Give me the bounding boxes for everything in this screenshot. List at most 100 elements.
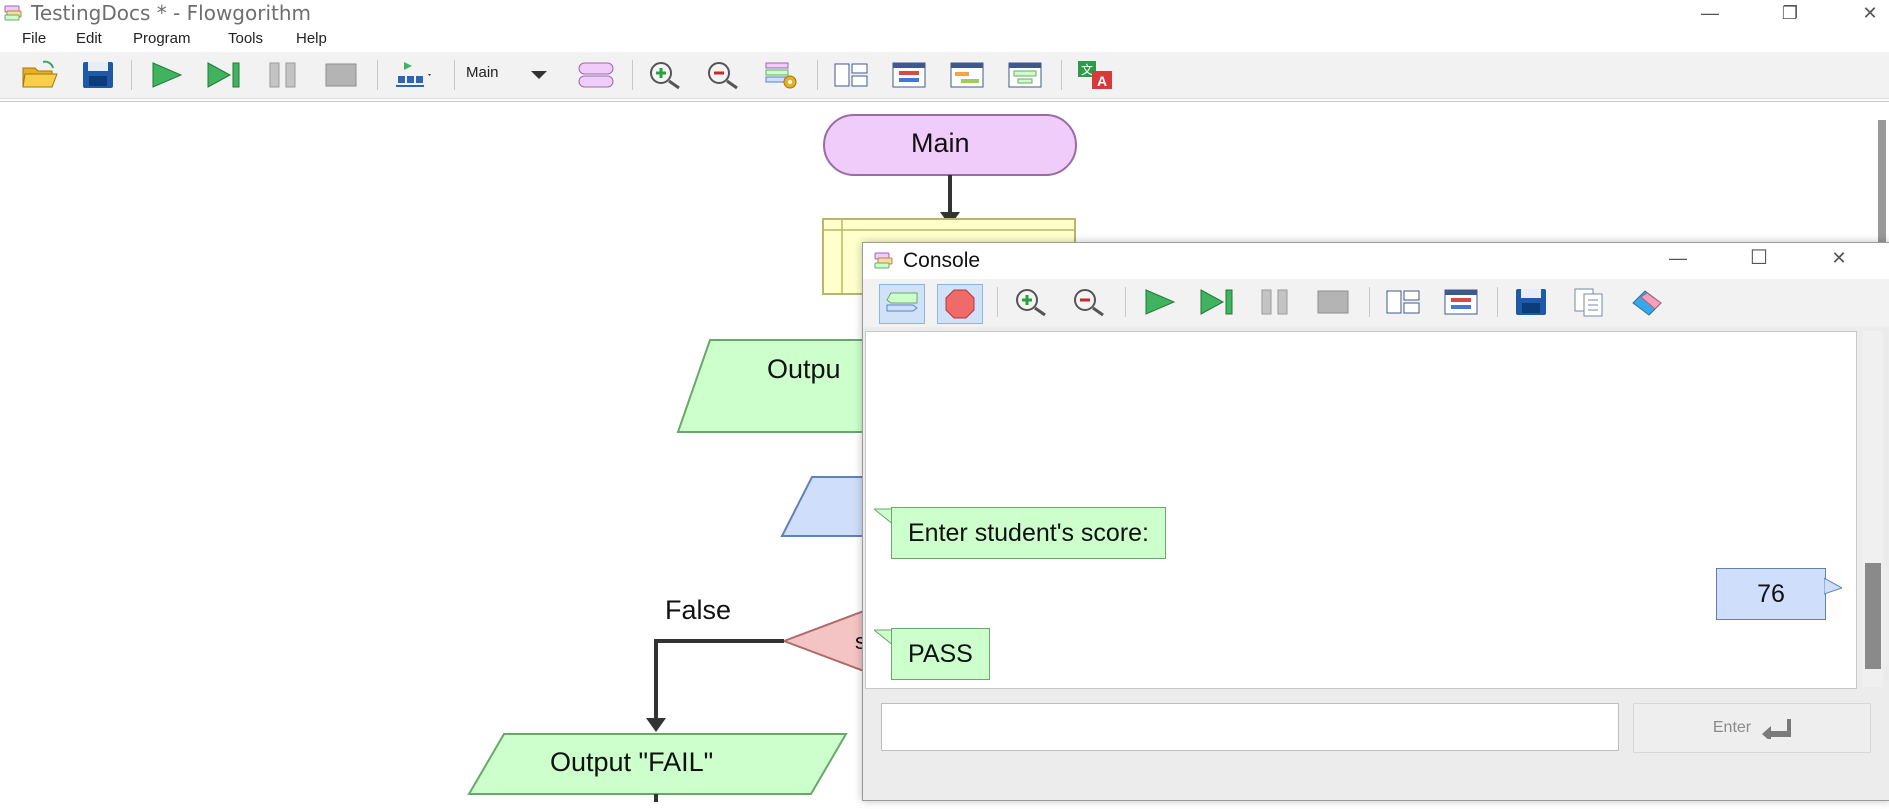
zoom-in-button[interactable] xyxy=(643,56,687,94)
save-button[interactable] xyxy=(76,56,120,94)
output-bubble-tail xyxy=(874,508,894,526)
chart-window-icon xyxy=(950,62,984,88)
console-title: Console xyxy=(903,249,981,272)
copy-icon xyxy=(1574,288,1603,317)
pause-button[interactable] xyxy=(261,56,305,94)
console-zoom-out-button[interactable] xyxy=(1067,283,1111,321)
console-window: Console — ☐ ✕ xyxy=(862,242,1889,801)
save-disk-icon xyxy=(83,62,113,88)
menu-program[interactable]: Program xyxy=(133,30,191,47)
variable-window-icon xyxy=(1444,289,1478,315)
svg-text:A: A xyxy=(1097,73,1107,89)
toolbar-separator xyxy=(377,60,378,90)
translate-button[interactable]: 文 A xyxy=(1073,56,1117,94)
toolbar-separator xyxy=(1061,60,1062,90)
output-fail-shape[interactable] xyxy=(467,733,848,795)
decision-label: s xyxy=(855,629,866,654)
console-copy-button[interactable] xyxy=(1567,283,1611,321)
add-function-button[interactable] xyxy=(574,56,618,94)
input-bubble-tail xyxy=(1824,577,1842,595)
open-button[interactable] xyxy=(18,56,62,94)
canvas-scrollbar[interactable] xyxy=(1878,120,1886,250)
toolbar-separator xyxy=(454,60,455,90)
layout-split-button[interactable] xyxy=(829,56,873,94)
zoom-in-icon xyxy=(650,62,680,90)
menu-edit[interactable]: Edit xyxy=(76,30,102,47)
enter-button[interactable]: Enter xyxy=(1633,703,1871,753)
console-toolbar-separator xyxy=(1369,287,1370,317)
console-stop-button[interactable] xyxy=(1311,283,1355,321)
svg-text:文: 文 xyxy=(1081,62,1093,77)
variable-window-icon xyxy=(892,62,926,88)
run-button[interactable] xyxy=(144,56,188,94)
console-minimize-button[interactable]: — xyxy=(1669,248,1687,268)
console-scrollbar-thumb[interactable] xyxy=(1865,563,1881,669)
step-icon xyxy=(207,62,240,88)
settings-button[interactable] xyxy=(759,56,803,94)
console-message-input: 76 xyxy=(1716,568,1826,620)
stop-sign-icon xyxy=(945,289,975,319)
arrow-head xyxy=(646,718,666,732)
menu-file[interactable]: File xyxy=(22,30,47,47)
enter-arrow-icon xyxy=(1762,719,1792,739)
flowgorithm-app-icon xyxy=(4,5,22,21)
maximize-button[interactable]: ❐ xyxy=(1781,3,1799,23)
console-output-area: Enter student's score: 76 PASS xyxy=(865,331,1857,689)
chevron-down-icon[interactable] xyxy=(530,70,548,80)
source-code-button[interactable] xyxy=(1003,56,1047,94)
step-button[interactable] xyxy=(202,56,246,94)
console-title-bar: Console — ☐ ✕ xyxy=(863,243,1889,279)
console-variable-watch-button[interactable] xyxy=(1439,283,1483,321)
menu-bar: File Edit Program Tools Help xyxy=(0,28,1889,50)
console-clear-button[interactable] xyxy=(1625,283,1669,321)
function-selector[interactable]: Main xyxy=(466,64,499,81)
console-app-icon xyxy=(874,252,893,269)
enter-button-label: Enter xyxy=(1712,719,1752,736)
chart-window-button[interactable] xyxy=(945,56,989,94)
variable-watch-button[interactable] xyxy=(887,56,931,94)
output-fail-label: Output "FAIL" xyxy=(550,747,714,777)
toolbar-separator xyxy=(817,60,818,90)
console-step-button[interactable] xyxy=(1195,283,1239,321)
console-zoom-in-button[interactable] xyxy=(1009,283,1053,321)
console-toolbar-separator xyxy=(1125,287,1126,317)
split-panels-icon xyxy=(834,63,868,87)
play-icon xyxy=(152,62,183,88)
minimize-button[interactable]: — xyxy=(1701,3,1719,23)
toolbar-separator xyxy=(131,60,132,90)
toolbar-separator xyxy=(632,60,633,90)
console-toolbar-separator xyxy=(997,287,998,317)
false-branch-line xyxy=(654,639,784,720)
console-scrollbar[interactable] xyxy=(1863,331,1883,687)
console-maximize-button[interactable]: ☐ xyxy=(1750,247,1768,269)
save-disk-icon xyxy=(1516,289,1546,315)
toggle-chat-view-button[interactable] xyxy=(879,284,925,324)
zoom-out-icon xyxy=(708,62,738,90)
menu-help[interactable]: Help xyxy=(296,30,327,47)
menu-tools[interactable]: Tools xyxy=(228,30,264,47)
console-input-field[interactable] xyxy=(881,703,1619,751)
source-code-window-icon xyxy=(1008,62,1042,88)
flowchart-layout-icon xyxy=(396,62,431,87)
console-run-button[interactable] xyxy=(1137,283,1181,321)
console-toolbar xyxy=(863,279,1889,327)
window-title: TestingDocs * - Flowgorithm xyxy=(31,1,312,25)
zoom-out-button[interactable] xyxy=(701,56,745,94)
layout-dropdown-button[interactable] xyxy=(392,56,436,94)
zoom-out-icon xyxy=(1074,289,1104,317)
play-icon xyxy=(1145,289,1176,315)
close-button[interactable]: ✕ xyxy=(1862,3,1878,23)
stop-icon xyxy=(325,63,357,87)
console-close-button[interactable]: ✕ xyxy=(1831,248,1847,268)
stop-icon xyxy=(1317,290,1349,314)
pause-icon xyxy=(269,62,296,88)
chat-bubble-icon xyxy=(886,292,918,312)
stop-on-error-button[interactable] xyxy=(937,284,983,324)
console-pause-button[interactable] xyxy=(1253,283,1297,321)
main-toolbar: Main xyxy=(0,52,1889,99)
zoom-in-icon xyxy=(1016,289,1046,317)
console-layout-button[interactable] xyxy=(1381,283,1425,321)
console-save-button[interactable] xyxy=(1509,283,1553,321)
main-start-label: Main xyxy=(911,128,970,158)
stop-button[interactable] xyxy=(319,56,363,94)
